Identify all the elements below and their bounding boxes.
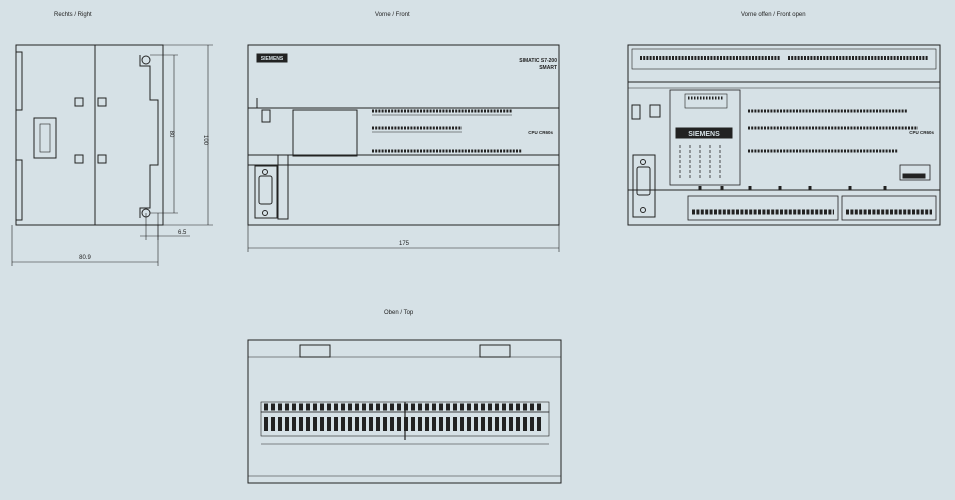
front-view (247, 44, 560, 252)
front-open-cpu-label: CPU CR60s (909, 130, 934, 135)
top-view-title: Oben / Top (384, 310, 414, 316)
dim-height: 100 (202, 135, 208, 146)
dim-width: 175 (399, 241, 410, 247)
right-view-title: Rechts / Right (54, 12, 92, 18)
front-brand: SIMATIC S7-200 (519, 58, 557, 64)
dim-depth: 80.9 (79, 255, 91, 261)
front-brand-sub: SMART (539, 65, 557, 71)
top-view (247, 339, 562, 484)
front-logo: SIEMENS (261, 56, 284, 62)
front-open-logo: SIEMENS (688, 131, 720, 138)
dim-rail-offset: 6.5 (178, 230, 187, 236)
dim-rail-height: 80 (168, 131, 174, 138)
right-side-view (11, 44, 213, 266)
front-open-view (627, 44, 941, 226)
front-view-title: Vorne / Front (375, 12, 410, 18)
front-open-view-title: Vorne offen / Front open (741, 12, 806, 18)
front-cpu-label: CPU CR60s (528, 130, 553, 135)
